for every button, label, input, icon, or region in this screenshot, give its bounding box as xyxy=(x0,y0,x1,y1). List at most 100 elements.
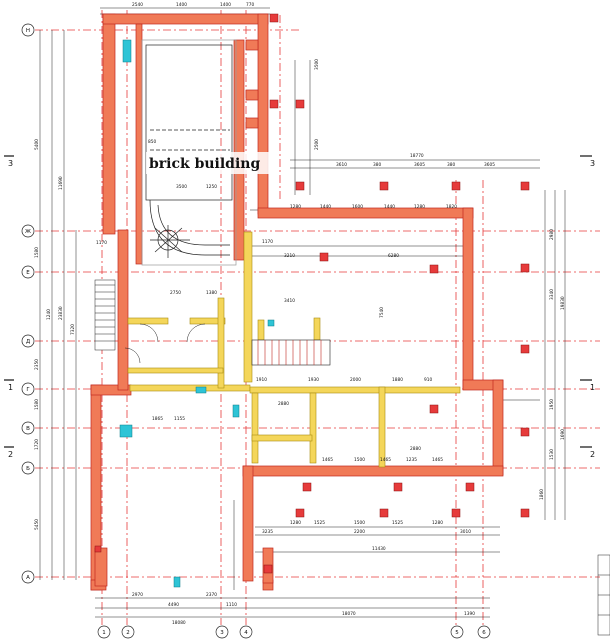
axis-row-label: Д xyxy=(26,339,31,345)
dimension-value: 770 xyxy=(246,2,254,8)
room-dimension: 3500 xyxy=(176,184,187,190)
dimension-value: 1400 xyxy=(176,2,187,8)
dimension-value: 18080 xyxy=(172,620,186,626)
room-dimension: 850 xyxy=(148,139,156,145)
room-dimension: 1250 xyxy=(206,184,217,190)
axis-labels: Н Ж Е Д Г В Б А 1 2 3 4 5 6 xyxy=(25,28,486,636)
dimension-value: 2980 xyxy=(549,229,555,240)
section-label: 1 xyxy=(590,383,595,392)
dimension-value: 1400 xyxy=(220,2,231,8)
dimension-value: 1155 xyxy=(174,416,185,422)
dimension-value: 1600 xyxy=(352,204,363,210)
dimension-value: 1690 xyxy=(560,429,566,440)
axis-bubbles xyxy=(21,23,491,639)
dimension-value: 3605 xyxy=(484,162,495,168)
dimension-value: 5400 xyxy=(34,139,40,150)
axis-row-label: А xyxy=(26,575,30,581)
dimension-value: 1860 xyxy=(539,489,545,500)
dimension-value: 1500 xyxy=(354,520,365,526)
dimension-value: 19830 xyxy=(560,296,566,310)
axis-row-label: Б xyxy=(26,466,30,472)
axis-row-label: Е xyxy=(26,270,30,276)
axis-row-label: Г xyxy=(26,387,30,393)
axis-row-label: Н xyxy=(26,28,30,34)
dimension-value: 3410 xyxy=(284,298,295,304)
interior-walls xyxy=(127,231,461,468)
dimension-value: 3010 xyxy=(460,529,471,535)
dimension-value: 1910 xyxy=(256,377,267,383)
door-swings xyxy=(124,323,206,364)
dimension-value: 3340 xyxy=(549,289,555,300)
drawing-title: brick building xyxy=(149,156,260,172)
section-label: 3 xyxy=(590,159,595,168)
dimension-value: 11690 xyxy=(58,176,64,190)
dimension-value: 380 xyxy=(447,162,455,168)
dimension-value: 7540 xyxy=(379,307,385,318)
dimension-value: 3500 xyxy=(314,59,320,70)
dimension-value: 1820 xyxy=(446,204,457,210)
title-block xyxy=(597,554,610,636)
dimension-value: 18070 xyxy=(342,611,356,617)
dimension-value: 2540 xyxy=(132,2,143,8)
exterior-stair xyxy=(94,279,116,351)
dimension-value: 23830 xyxy=(58,306,64,320)
section-markers xyxy=(4,155,592,448)
axis-col-label: 1 xyxy=(102,630,106,636)
dimension-value: 1110 xyxy=(226,602,237,608)
dimension-value: 1170 xyxy=(262,239,273,245)
dimension-value: 1465 xyxy=(380,457,391,463)
dimension-value: 2200 xyxy=(354,529,365,535)
axis-col-label: 3 xyxy=(220,630,224,636)
dimension-value: 1525 xyxy=(314,520,325,526)
dimension-value: 1580 xyxy=(34,247,40,258)
columns xyxy=(94,13,530,574)
dimension-value: 3610 xyxy=(336,162,347,168)
axis-col-label: 6 xyxy=(482,630,486,636)
dimension-value: 4490 xyxy=(168,602,179,608)
title-backdrop xyxy=(146,152,270,174)
dimension-value: 2350 xyxy=(34,359,40,370)
dimension-value: 1235 xyxy=(406,457,417,463)
dimension-value: 1440 xyxy=(384,204,395,210)
dimension-value: 1525 xyxy=(392,520,403,526)
dimension-value: 5450 xyxy=(34,519,40,530)
dimension-value: 1930 xyxy=(308,377,319,383)
room-dimension: 1170 xyxy=(96,240,107,246)
dimension-value: 1280 xyxy=(290,204,301,210)
dimension-value: 2970 xyxy=(132,592,143,598)
dimension-value: 2880 xyxy=(278,401,289,407)
central-stair xyxy=(251,339,331,366)
dimension-value: 18770 xyxy=(410,153,424,159)
dimension-value: 2370 xyxy=(206,592,217,598)
dimension-value: 2000 xyxy=(350,377,361,383)
dimension-value: 3235 xyxy=(262,529,273,535)
dimension-value: 1530 xyxy=(549,449,555,460)
dimension-value: 2500 xyxy=(314,139,320,150)
dimension-value: 1280 xyxy=(290,520,301,526)
axis-col-label: 4 xyxy=(244,630,248,636)
dimension-value: 2750 xyxy=(170,290,181,296)
dimension-value: 1465 xyxy=(432,457,443,463)
dimension-value: 7320 xyxy=(70,324,76,335)
dimension-value: 2880 xyxy=(410,446,421,452)
dimension-value: 1280 xyxy=(432,520,443,526)
axis-col-label: 5 xyxy=(455,630,459,636)
dimension-value: 910 xyxy=(424,377,432,383)
dimension-value: 1465 xyxy=(322,457,333,463)
dimension-value: 1880 xyxy=(392,377,403,383)
dimension-value: 1280 xyxy=(414,204,425,210)
axis-col-label: 2 xyxy=(126,630,130,636)
dimension-value: 1240 xyxy=(46,309,52,320)
dimension-value: 380 xyxy=(373,162,381,168)
section-label: 2 xyxy=(590,450,595,459)
dimension-value: 3605 xyxy=(414,162,425,168)
dimension-value: 1865 xyxy=(152,416,163,422)
dimension-value: 11430 xyxy=(372,546,386,552)
dimension-value: 6280 xyxy=(388,253,399,259)
dimension-value: 1390 xyxy=(464,611,475,617)
dimension-value: 3210 xyxy=(284,253,295,259)
axis-row-label: В xyxy=(26,426,30,432)
dimension-value: 1380 xyxy=(206,290,217,296)
section-label: 3 xyxy=(8,159,13,168)
